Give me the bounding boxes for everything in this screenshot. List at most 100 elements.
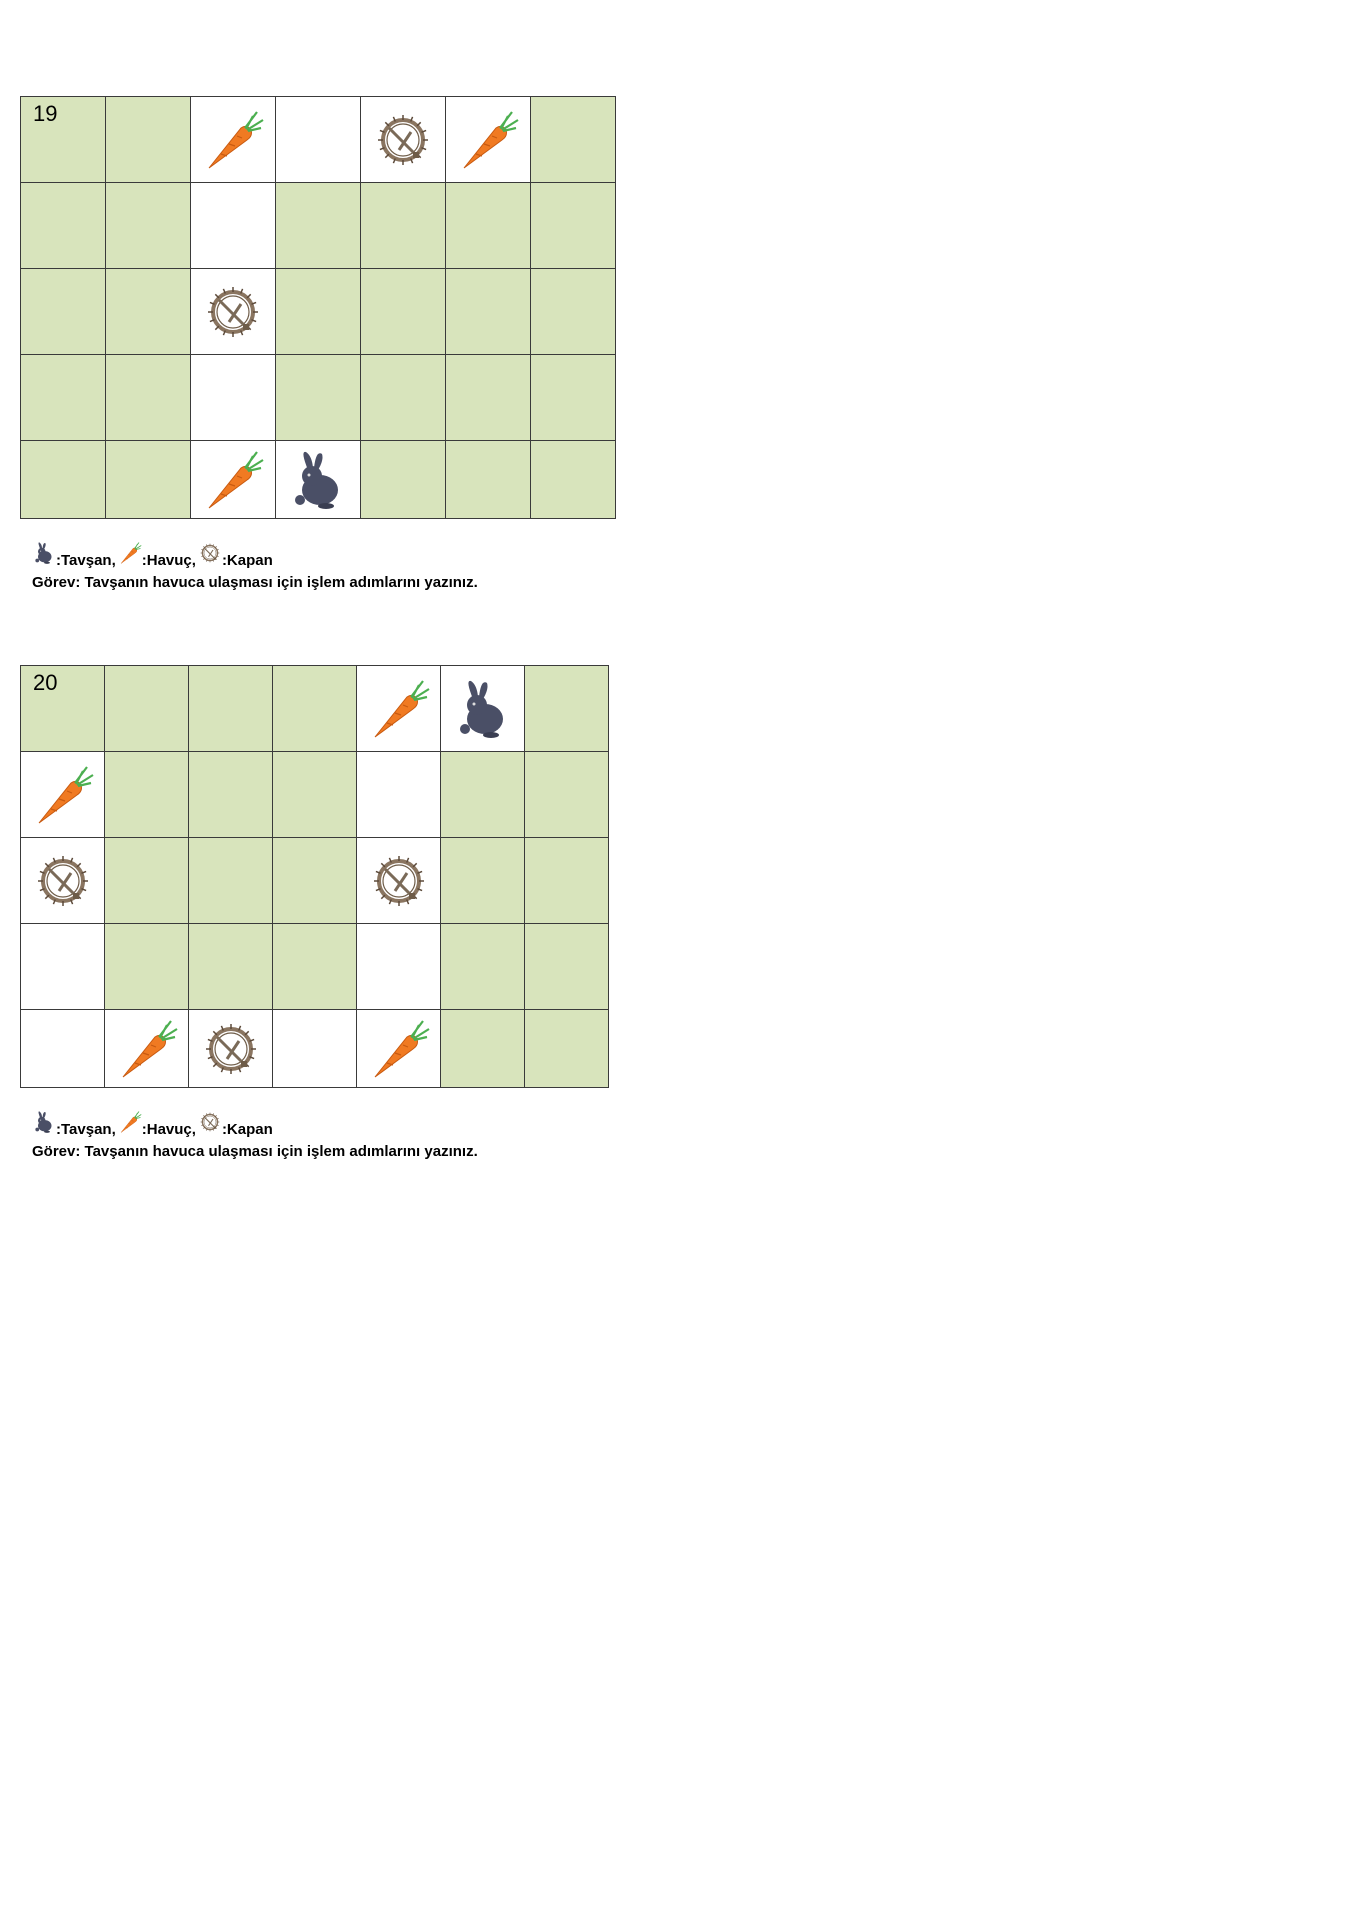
grid-row (20, 268, 616, 355)
grid-cell (440, 1009, 525, 1088)
grid-cell (360, 440, 446, 519)
grid-cell (105, 354, 191, 441)
grid-cell (445, 440, 531, 519)
grid-row: 20 (20, 665, 609, 752)
grid-row (20, 751, 609, 838)
puzzle-number: 20 (33, 670, 58, 695)
grid-row (20, 923, 609, 1010)
rabbit-icon (32, 541, 56, 570)
grid-cell (524, 1009, 609, 1088)
grid-cell (20, 440, 106, 519)
grid-cell (20, 837, 105, 924)
grid-cell (360, 182, 446, 269)
grid-cell (188, 665, 273, 752)
grid-row (20, 837, 609, 924)
grid-cell (188, 837, 273, 924)
grid-cell (272, 751, 357, 838)
trap-icon (361, 108, 445, 172)
grid-cell (356, 837, 441, 924)
grid-row (20, 354, 616, 441)
grid-19: 19 (20, 96, 616, 519)
grid-cell (105, 440, 191, 519)
grid-cell (188, 751, 273, 838)
task-text: Görev: Tavşanın havuca ulaşması için işl… (32, 1143, 478, 1160)
legend-rabbit-label: :Tavşan, (56, 1121, 116, 1138)
grid-cell (440, 751, 525, 838)
carrot-icon (191, 448, 275, 512)
grid-cell (530, 354, 616, 441)
legend-line: :Tavşan, :Havuç, :Kapan (32, 541, 616, 570)
puzzle-number: 19 (33, 101, 58, 126)
grid-row (20, 1009, 609, 1088)
trap-icon (21, 849, 104, 913)
legend-20: :Tavşan, :Havuç, :Kapan Görev: Tavşanın … (32, 1110, 609, 1161)
carrot-icon (21, 763, 104, 827)
grid-cell (104, 923, 189, 1010)
grid-cell (445, 354, 531, 441)
grid-cell (524, 751, 609, 838)
grid-cell (20, 354, 106, 441)
grid-cell (272, 1009, 357, 1088)
trap-icon (191, 280, 275, 344)
grid-cell (20, 923, 105, 1010)
puzzle-20: 20 (20, 665, 609, 1161)
carrot-icon (357, 677, 440, 741)
grid-row: 19 (20, 96, 616, 183)
grid-cell (20, 1009, 105, 1088)
grid-cell (360, 268, 446, 355)
grid-cell (530, 440, 616, 519)
grid-cell (20, 751, 105, 838)
grid-cell (275, 354, 361, 441)
carrot-icon (105, 1017, 188, 1081)
grid-cell (530, 182, 616, 269)
puzzle-19: 19 (20, 96, 616, 592)
legend-carrot-label: :Havuç, (141, 552, 196, 569)
rabbit-icon (441, 677, 524, 741)
grid-row (20, 182, 616, 269)
grid-cell (275, 268, 361, 355)
grid-cell (190, 182, 276, 269)
grid-cell (20, 268, 106, 355)
grid-cell (356, 1009, 441, 1088)
grid-cell: 19 (20, 96, 106, 183)
rabbit-icon (32, 1110, 56, 1139)
grid-cell (275, 182, 361, 269)
grid-cell (524, 923, 609, 1010)
grid-cell (524, 837, 609, 924)
grid-cell (104, 837, 189, 924)
carrot-icon (191, 108, 275, 172)
grid-cell (445, 96, 531, 183)
trap-icon (189, 1017, 272, 1081)
grid-cell (190, 96, 276, 183)
grid-cell (524, 665, 609, 752)
grid-cell (188, 1009, 273, 1088)
grid-cell (105, 96, 191, 183)
grid-cell (356, 923, 441, 1010)
grid-cell (105, 182, 191, 269)
carrot-icon (446, 108, 530, 172)
grid-cell (190, 440, 276, 519)
trap-icon (198, 541, 222, 570)
grid-row (20, 440, 616, 519)
trap-icon (357, 849, 440, 913)
rabbit-icon (276, 448, 360, 512)
legend-trap-label: :Kapan (221, 552, 273, 569)
carrot-icon (118, 1110, 142, 1139)
grid-cell (104, 665, 189, 752)
legend-carrot-label: :Havuç, (141, 1121, 196, 1138)
grid-cell (190, 354, 276, 441)
legend-rabbit-label: :Tavşan, (56, 552, 116, 569)
grid-cell (272, 665, 357, 752)
grid-cell (360, 96, 446, 183)
grid-cell (275, 440, 361, 519)
trap-icon (198, 1110, 222, 1139)
grid-cell (356, 665, 441, 752)
grid-cell (104, 1009, 189, 1088)
grid-cell (190, 268, 276, 355)
grid-cell: 20 (20, 665, 105, 752)
grid-cell (445, 268, 531, 355)
grid-cell (20, 182, 106, 269)
grid-cell (104, 751, 189, 838)
legend-19: :Tavşan, :Havuç, :Kapan Görev: Tavşanın … (32, 541, 616, 592)
carrot-icon (357, 1017, 440, 1081)
